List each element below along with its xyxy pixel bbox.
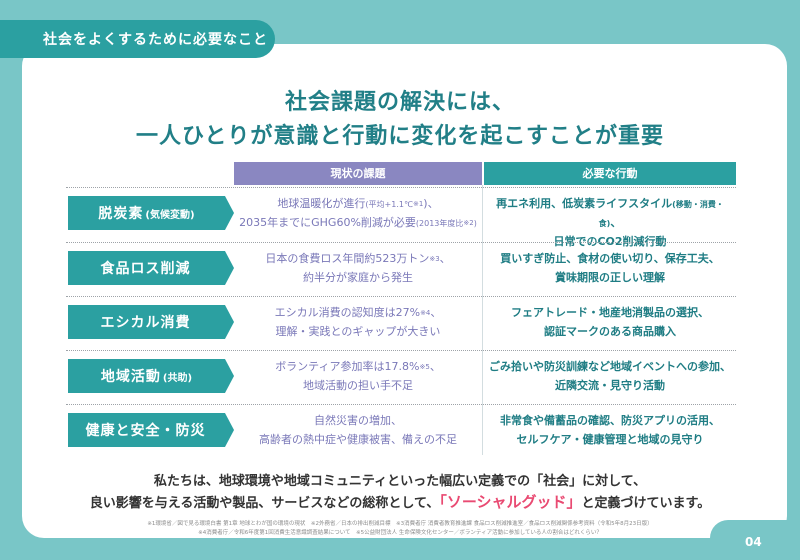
issue-line2-text: 高齢者の熱中症や健康被害、備えの不足 [259,433,457,446]
issue-line1-ref: ※4 [420,309,431,317]
action-cell: ごみ拾いや防災訓練など地域イベントへの参加、近隣交流・見守り活動 [486,358,734,395]
action-line1: 非常食や備蓄品の確認、防災アプリの活用、 [486,412,734,431]
issue-line2-text: 約半分が家庭から発生 [303,271,413,284]
issue-line1: エシカル消費の認知度は27%※4、 [238,304,478,323]
row-separator [66,242,736,243]
issue-line1-note: (平均+1.1℃ [365,200,413,209]
row-separator [66,296,736,297]
action-line1-text: ごみ拾いや防災訓練など地域イベントへの参加、 [489,360,731,373]
issue-cell: 自然災害の増加、高齢者の熱中症や健康被害、備えの不足 [238,412,478,450]
action-line1-text: フェアトレード・地産地消製品の選択、 [511,306,709,319]
action-line1-text: 買いすぎ防止、食材の使い切り、保存工夫、 [500,252,720,265]
action-line1-note: (移動・消費・食) [598,200,724,228]
issue-line1-ref: ※5 [419,363,430,371]
row-label-text: 健康と安全・防災 [85,423,206,439]
action-cell: 非常食や備蓄品の確認、防災アプリの活用、セルフケア・健康管理と地域の見守り [486,412,734,449]
issue-line1-tail: 、 [430,306,442,319]
issue-cell: エシカル消費の認知度は27%※4、理解・実践とのギャップが大きい [238,304,478,342]
issue-line1-text: エシカル消費の認知度は27% [274,306,421,319]
row-label-sub: (共助) [162,372,193,384]
row-arrow-icon [225,413,234,447]
issue-line1-tail: 、 [439,252,451,265]
page-number: 04 [745,535,762,549]
action-line1-text: 非常食や備蓄品の確認、防災アプリの活用、 [500,414,720,427]
row-separator [66,404,736,405]
row-label-sub: (気候変動) [145,209,195,221]
summary-line2-a: 良い影響を与える活動や製品、サービスなどの総称として、 [89,496,440,511]
column-header-action: 必要な行動 [484,162,736,185]
action-line1-tail: 、 [610,216,622,229]
row-label: 食品ロス削減 [68,251,225,285]
action-cell: 再エネ利用、低炭素ライフスタイル(移動・消費・食)、日常でのCO2削減行動 [486,195,734,251]
issue-line2: 約半分が家庭から発生 [238,269,478,288]
issue-line1-ref: ※1 [412,200,424,208]
action-cell: 買いすぎ防止、食材の使い切り、保存工夫、賞味期限の正しい理解 [486,250,734,287]
row-separator [66,187,736,188]
issue-line2-text: 2035年までにGHG60%削減が必要 [239,216,416,229]
row-arrow-icon [225,251,234,285]
issue-cell: 日本の食費ロス年間約523万トン※3、約半分が家庭から発生 [238,250,478,288]
issue-line1: 自然災害の増加、 [238,412,478,431]
issue-line1-tail: 、 [429,360,441,373]
footnote-line1: ※1環境省／図で見る環境白書 第1章 地球とわが国の環境の現状 ※2外務省／日本… [147,521,653,527]
issue-line1-ref: ※3 [429,255,440,263]
headline-line2: 一人ひとりが意識と行動に変化を起こすことが重要 [136,124,664,149]
row-arrow-icon [225,196,234,230]
row-arrow-icon [225,305,234,339]
issue-line2-text: 地域活動の担い手不足 [303,379,413,392]
section-tab: 社会をよくするために必要なこと [0,20,275,58]
action-line2: 認証マークのある商品購入 [544,325,676,338]
page-corner [710,520,800,560]
issue-line1-text: 日本の食費ロス年間約523万トン [265,252,430,265]
issue-line2-note: (2013年度比 [415,219,464,228]
issue-line1-text: 自然災害の増加、 [314,414,402,427]
issue-line1: 地球温暖化が進行(平均+1.1℃※1)、 [238,195,478,214]
row-arrow-icon [225,359,234,393]
issue-line2: 2035年までにGHG60%削減が必要(2013年度比※2) [238,214,478,233]
issue-line2: 理解・実践とのギャップが大きい [238,323,478,342]
row-label: 脱炭素(気候変動) [68,196,225,230]
issue-line1-text: 地球温暖化が進行 [277,197,366,210]
issue-line1: 日本の食費ロス年間約523万トン※3、 [238,250,478,269]
section-title: 社会をよくするために必要なこと [43,32,268,48]
issue-cell: 地球温暖化が進行(平均+1.1℃※1)、2035年までにGHG60%削減が必要(… [238,195,478,233]
row-label: エシカル消費 [68,305,225,339]
issue-line2-tail: ) [473,219,477,228]
row-label-text: 食品ロス削減 [100,261,191,277]
issue-cell: ボランティア参加率は17.8%※5、地域活動の担い手不足 [238,358,478,396]
action-line1-text: 再エネ利用、低炭素ライフスタイル [496,197,673,210]
summary-line2-c: と定義づけています。 [581,496,711,511]
row-label-text: エシカル消費 [100,315,191,331]
action-line1: 再エネ利用、低炭素ライフスタイル(移動・消費・食)、 [486,195,734,233]
row-separator [66,350,736,351]
issue-line1: ボランティア参加率は17.8%※5、 [238,358,478,377]
issue-line1-text: ボランティア参加率は17.8% [275,360,420,373]
action-line1: フェアトレード・地産地消製品の選択、 [486,304,734,323]
action-line1: 買いすぎ防止、食材の使い切り、保存工夫、 [486,250,734,269]
issue-line2-text: 理解・実践とのギャップが大きい [275,325,441,338]
footnote-line2: ※4消費者庁／令和6年度第1回消費生活意識調査結果について ※5公益財団法人 生… [198,530,602,536]
issue-line1-tail: )、 [423,197,439,210]
issue-line2: 高齢者の熱中症や健康被害、備えの不足 [238,431,478,450]
issue-line2-ref: ※2 [463,219,474,227]
column-divider [482,185,483,455]
issue-line2: 地域活動の担い手不足 [238,377,478,396]
row-label: 地域活動(共助) [68,359,225,393]
row-label-text: 地域活動 [100,369,161,385]
action-line2: 近隣交流・見守り活動 [555,379,665,392]
action-line2: 賞味期限の正しい理解 [555,271,665,284]
action-line2: 日常でのCO2削減行動 [553,235,667,248]
row-label-text: 脱炭素 [98,206,144,222]
content-card [22,44,787,538]
summary-line1: 私たちは、地球環境や地域コミュニティといった幅広い定義での「社会」に対して、 [153,474,647,489]
action-cell: フェアトレード・地産地消製品の選択、認証マークのある商品購入 [486,304,734,341]
headline-line1: 社会課題の解決には、 [284,90,515,115]
column-header-issue: 現状の課題 [234,162,482,185]
action-line1: ごみ拾いや防災訓練など地域イベントへの参加、 [486,358,734,377]
action-line2: セルフケア・健康管理と地域の見守り [516,433,704,446]
summary-line2: 良い影響を与える活動や製品、サービスなどの総称として、「ソーシャルグッド」と定義… [0,491,800,512]
row-label: 健康と安全・防災 [68,413,225,447]
social-good-highlight: 「ソーシャルグッド」 [439,493,582,511]
